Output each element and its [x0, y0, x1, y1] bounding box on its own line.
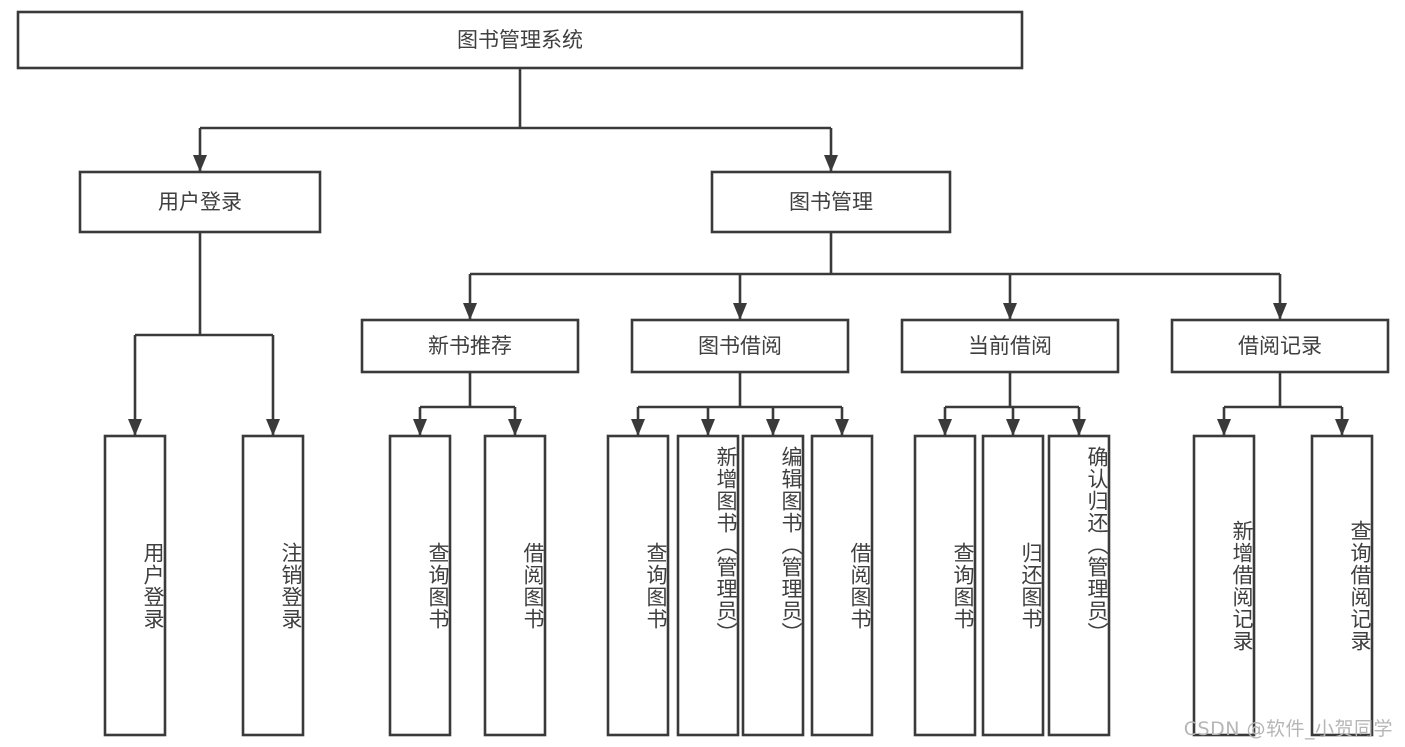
leaf-node-0[interactable] — [103, 434, 167, 737]
root-node-book-management-system[interactable]: 图书管理系统 — [16, 10, 1024, 70]
level3-node-borrow-record-label: 借阅记录 — [1238, 334, 1322, 358]
arrow-head-icon — [1072, 419, 1086, 436]
level3-node-book-borrow-box[interactable] — [630, 318, 850, 374]
leaf-node-2[interactable] — [388, 434, 452, 737]
arrow-head-icon — [701, 419, 715, 436]
leaf-node-8-box[interactable] — [913, 434, 977, 737]
level2-node-book-management-label: 图书管理 — [789, 190, 873, 214]
level3-node-book-borrow[interactable]: 图书借阅 — [630, 318, 850, 374]
arrow-head-icon — [1273, 303, 1287, 320]
arrow-head-icon — [1006, 419, 1020, 436]
arrow-head-icon — [938, 419, 952, 436]
arrow-head-icon — [1217, 419, 1231, 436]
level3-node-new-book-recommend-box[interactable] — [360, 318, 580, 374]
connector-group — [128, 68, 1349, 436]
level2-node-user-login-box[interactable] — [78, 170, 322, 234]
level3-node-book-borrow-label: 图书借阅 — [698, 334, 782, 358]
leaf-node-4[interactable] — [606, 434, 670, 737]
leaf-node-12-box[interactable] — [1310, 434, 1374, 737]
leaf-node-2-box[interactable] — [388, 434, 452, 737]
arrow-head-icon — [766, 419, 780, 436]
leaf-node-1-box[interactable] — [241, 434, 305, 737]
leaf-node-5-box[interactable] — [676, 434, 740, 737]
leaf-node-6-box[interactable] — [741, 434, 805, 737]
leaf-node-9-box[interactable] — [981, 434, 1045, 737]
level3-node-borrow-record-box[interactable] — [1170, 318, 1390, 374]
arrow-head-icon — [733, 303, 747, 320]
level3-node-current-borrow[interactable]: 当前借阅 — [900, 318, 1120, 374]
arrow-head-icon — [824, 155, 838, 172]
level2-node-book-management-box[interactable] — [710, 170, 952, 234]
arrow-head-icon — [413, 419, 427, 436]
leaf-node-11[interactable] — [1192, 434, 1256, 737]
level2-node-book-management[interactable]: 图书管理 — [710, 170, 952, 234]
leaf-node-3[interactable] — [483, 434, 547, 737]
leaf-node-8[interactable] — [913, 434, 977, 737]
leaf-node-11-box[interactable] — [1192, 434, 1256, 737]
arrow-head-icon — [128, 419, 142, 436]
leaf-node-10-box[interactable] — [1047, 434, 1111, 737]
arrow-head-icon — [508, 419, 522, 436]
leaf-node-3-box[interactable] — [483, 434, 547, 737]
level3-node-new-book-recommend-label: 新书推荐 — [428, 334, 512, 358]
level3-node-current-borrow-box[interactable] — [900, 318, 1120, 374]
leaf-node-12[interactable] — [1310, 434, 1374, 737]
arrow-head-icon — [1335, 419, 1349, 436]
level2-node-user-login-label: 用户登录 — [158, 190, 242, 214]
leaf-node-9[interactable] — [981, 434, 1045, 737]
arrow-head-icon — [835, 419, 849, 436]
level3-node-new-book-recommend[interactable]: 新书推荐 — [360, 318, 580, 374]
leaf-node-10[interactable] — [1047, 434, 1111, 737]
arrow-head-icon — [463, 303, 477, 320]
arrow-head-icon — [631, 419, 645, 436]
root-node-book-management-system-box[interactable] — [16, 10, 1024, 70]
leaf-node-5[interactable] — [676, 434, 740, 737]
root-node-book-management-system-label: 图书管理系统 — [457, 28, 583, 52]
arrow-head-icon — [193, 155, 207, 172]
level3-node-current-borrow-label: 当前借阅 — [968, 334, 1052, 358]
level3-node-borrow-record[interactable]: 借阅记录 — [1170, 318, 1390, 374]
arrow-head-icon — [1003, 303, 1017, 320]
level2-node-user-login[interactable]: 用户登录 — [78, 170, 322, 234]
leaf-node-7[interactable] — [810, 434, 874, 737]
arrow-head-icon — [266, 419, 280, 436]
leaf-node-6[interactable] — [741, 434, 805, 737]
leaf-node-4-box[interactable] — [606, 434, 670, 737]
leaf-node-1[interactable] — [241, 434, 305, 737]
leaf-node-7-box[interactable] — [810, 434, 874, 737]
leaf-node-0-box[interactable] — [103, 434, 167, 737]
